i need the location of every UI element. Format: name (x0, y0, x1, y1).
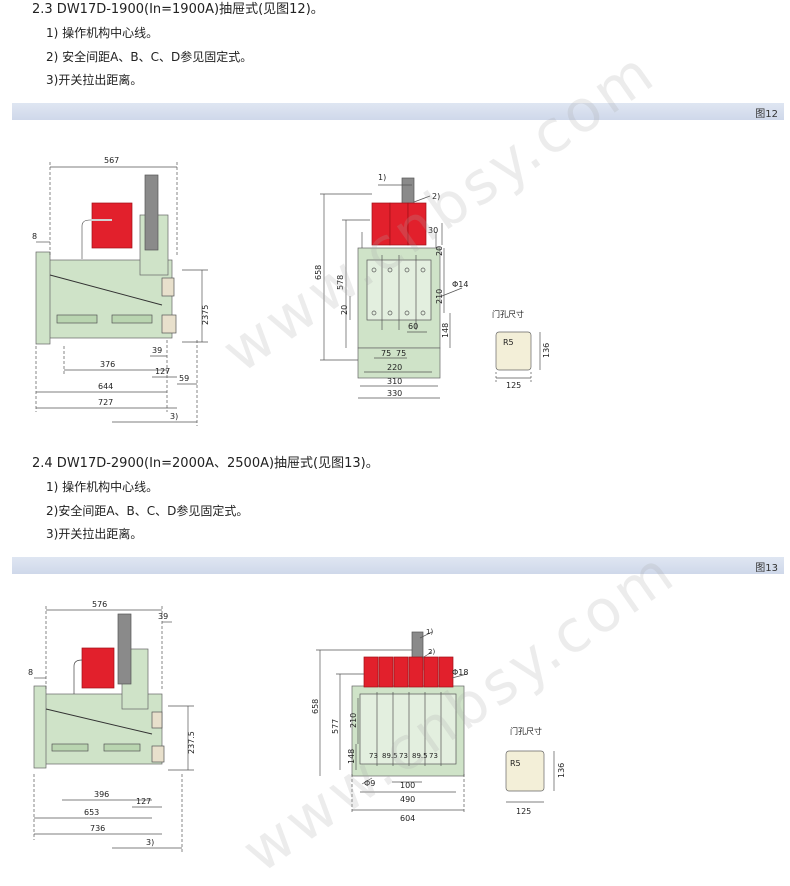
figure12-header: 图12 (12, 103, 784, 120)
svg-text:2375: 2375 (201, 305, 210, 325)
figure12-door-height: 136 (542, 343, 551, 358)
svg-text:237.5: 237.5 (187, 731, 196, 754)
figure13-side-dims: 576 39 8 237.5 396 127 653 736 3) (28, 600, 196, 847)
figure13-door-width: 125 (516, 807, 531, 816)
svg-text:73: 73 (399, 752, 408, 760)
figure13-front-pole-4 (408, 656, 424, 688)
svg-text:Φ14: Φ14 (452, 280, 468, 289)
figure13-front-pole-5 (423, 656, 439, 688)
svg-text:89.5: 89.5 (382, 752, 398, 760)
svg-text:127: 127 (136, 797, 151, 806)
section1-heading: 2.3 DW17D-1900(In=1900A)抽屉式(见图12)。 (32, 2, 324, 17)
figure12-front-pole-3 (407, 202, 427, 246)
svg-text:59: 59 (179, 374, 189, 383)
svg-text:3): 3) (170, 412, 178, 421)
svg-text:89.5: 89.5 (412, 752, 428, 760)
figure13-side-grey-post (117, 613, 132, 685)
figure13-door-radius: R5 (510, 759, 521, 768)
svg-text:578: 578 (336, 275, 345, 290)
svg-text:604: 604 (400, 814, 415, 823)
svg-text:2): 2) (432, 192, 440, 201)
figure12-front-pole-1 (371, 202, 391, 246)
figure13-front-pole-2 (378, 656, 394, 688)
figure12-front-view (320, 177, 463, 399)
section2-note-1: 1) 操作机构中心线。 (46, 480, 159, 494)
figure12-side-dims: 567 8 2375 39 376 127 59 644 727 3) (32, 156, 210, 421)
svg-text:576: 576 (92, 600, 107, 609)
figure13-front-view (316, 631, 468, 814)
figure12-drawing: 567 8 2375 39 376 127 59 644 727 3) (32, 156, 551, 426)
svg-text:30: 30 (428, 226, 438, 235)
svg-text:39: 39 (152, 346, 162, 355)
svg-text:39: 39 (158, 612, 168, 621)
figure13-front-pole-6 (438, 656, 454, 688)
figure12-panel: 图12 (12, 103, 784, 440)
svg-text:490: 490 (400, 795, 415, 804)
svg-text:577: 577 (331, 719, 340, 734)
svg-text:75: 75 (381, 349, 391, 358)
section1-note-2: 2) 安全间距A、B、C、D参见固定式。 (46, 50, 253, 64)
svg-text:20: 20 (435, 246, 444, 256)
svg-text:3): 3) (146, 838, 154, 847)
svg-text:736: 736 (90, 824, 105, 833)
svg-text:727: 727 (98, 398, 113, 407)
figure13-header: 图13 (12, 557, 784, 574)
svg-text:100: 100 (400, 781, 415, 790)
figure13-front-pole-3 (393, 656, 409, 688)
figure13-panel: 图13 (12, 557, 784, 870)
svg-text:148: 148 (347, 749, 356, 764)
svg-text:310: 310 (387, 377, 402, 386)
figure13-label: 图13 (755, 563, 778, 574)
figure13-door-title: 门孔尺寸 (510, 726, 542, 736)
svg-text:148: 148 (441, 323, 450, 338)
figure12-door-width: 125 (506, 381, 521, 390)
svg-text:658: 658 (311, 699, 320, 714)
figure13-side-view (33, 606, 194, 852)
svg-text:75: 75 (396, 349, 406, 358)
svg-text:127: 127 (155, 367, 170, 376)
svg-text:210: 210 (435, 289, 444, 304)
figure12-front-pole-2 (389, 202, 409, 246)
svg-text:396: 396 (94, 790, 109, 799)
svg-text:330: 330 (387, 389, 402, 398)
figure12-door-cutout (495, 331, 541, 382)
svg-text:8: 8 (28, 668, 33, 677)
svg-text:210: 210 (349, 713, 358, 728)
svg-text:73: 73 (429, 752, 438, 760)
svg-text:567: 567 (104, 156, 119, 165)
svg-text:60: 60 (408, 322, 418, 331)
figure13-drawing: 576 39 8 237.5 396 127 653 736 3) (28, 600, 566, 852)
svg-text:2): 2) (428, 648, 435, 656)
section2-note-3: 3)开关拉出距离。 (46, 527, 143, 541)
figure12-side-grey-post (144, 174, 159, 251)
svg-text:Φ18: Φ18 (452, 668, 468, 677)
svg-text:1): 1) (378, 173, 386, 182)
section1-note-3: 3)开关拉出距离。 (46, 73, 143, 87)
section2-heading: 2.4 DW17D-2900(In=2000A、2500A)抽屉式(见图13)。 (32, 456, 379, 471)
figure12-side-view (35, 162, 208, 426)
section2-note-2: 2)安全间距A、B、C、D参见固定式。 (46, 504, 249, 518)
figure13-door-cutout (505, 750, 555, 803)
svg-text:220: 220 (387, 363, 402, 372)
figure12-door-title: 门孔尺寸 (492, 309, 524, 319)
section1-note-1: 1) 操作机构中心线。 (46, 26, 159, 40)
svg-text:653: 653 (84, 808, 99, 817)
svg-text:644: 644 (98, 382, 113, 391)
figure13-front-dims: 1) 2) Φ18 658 577 210 148 73 89.5 73 89.… (311, 628, 468, 823)
figure12-front-dims: 1) 2) 30 20 658 578 210 Φ14 20 60 148 75… (314, 173, 468, 398)
figure12-side-red-handle (91, 202, 133, 249)
figure13-side-red-handle (81, 647, 115, 689)
svg-text:Φ9: Φ9 (364, 779, 375, 788)
svg-text:1): 1) (426, 628, 433, 636)
svg-text:376: 376 (100, 360, 115, 369)
svg-text:73: 73 (369, 752, 378, 760)
svg-text:8: 8 (32, 232, 37, 241)
svg-text:20: 20 (340, 305, 349, 315)
figure13-door-height: 136 (557, 763, 566, 778)
svg-text:658: 658 (314, 265, 323, 280)
figure13-front-pole-1 (363, 656, 379, 688)
figure12-label: 图12 (755, 109, 778, 120)
figure12-door-radius: R5 (503, 338, 514, 347)
